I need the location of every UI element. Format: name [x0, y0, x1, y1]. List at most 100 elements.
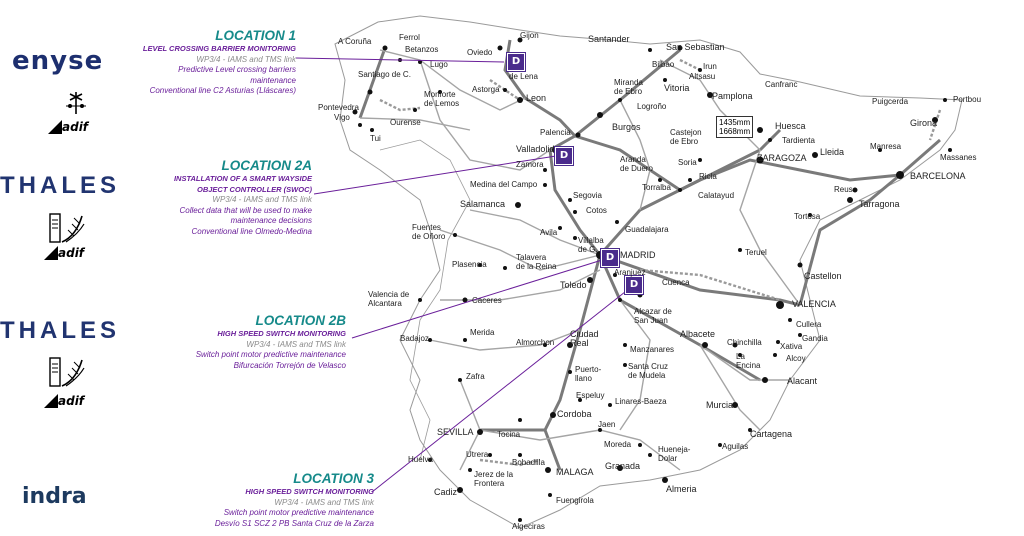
- callout-lines: [295, 57, 631, 493]
- city-label: A Coruña: [338, 37, 372, 46]
- city-label: Logroño: [637, 102, 667, 111]
- city-label: Aguilas: [722, 442, 749, 451]
- city-label: Santander: [588, 34, 630, 44]
- city-label: Astorga: [472, 85, 500, 94]
- location-2b-marker[interactable]: D: [600, 248, 620, 268]
- city-label: Betanzos: [405, 45, 439, 54]
- city-label: Murcia: [706, 400, 734, 410]
- city-label: Calatayud: [698, 191, 735, 200]
- city-label: Almeria: [666, 484, 697, 494]
- city-label: Moreda: [604, 440, 632, 449]
- city-label: Tarragona: [859, 199, 900, 209]
- location-2b-subtitle: HIGH SPEED SWITCH MONITORING: [217, 329, 346, 338]
- adif-logo-text: adif: [58, 394, 85, 408]
- city-label: Tortosa: [794, 212, 821, 221]
- location-2a-desc: Conventional line Olmedo-Medina: [191, 226, 312, 236]
- city-label: BARCELONA: [910, 171, 966, 181]
- switch-machine-icon: [49, 213, 85, 243]
- city-label: Hueneja- Dolar: [658, 445, 691, 463]
- city-label: Plasencia: [452, 260, 487, 269]
- location-2b-desc: Switch point motor predictive maintenanc…: [195, 350, 346, 359]
- city-label: Teruel: [745, 248, 767, 257]
- city-label: Lleida: [820, 147, 845, 157]
- city-label: Granada: [605, 461, 641, 471]
- city-label: Castejon de Ebro: [670, 128, 702, 146]
- location-1-marker[interactable]: D: [506, 52, 526, 72]
- city-label: Xativa: [780, 342, 803, 351]
- location-2a-block: LOCATION 2A INSTALLATION OF A SMART WAYS…: [112, 157, 312, 237]
- location-3-marker[interactable]: D: [624, 275, 644, 295]
- city-label: Alcazar de San Juan: [634, 307, 672, 325]
- location-2b-title: LOCATION 2B: [255, 313, 347, 328]
- enyse-logo: enyse: [12, 46, 108, 80]
- city-label: Torralba: [642, 183, 671, 192]
- city-label: Palencia: [540, 128, 571, 137]
- city-label: Ciudad Real: [570, 329, 599, 348]
- city-label: Medina del Campo: [470, 180, 538, 189]
- location-2a-marker[interactable]: D: [554, 146, 574, 166]
- city-label: Santiago de C.: [358, 70, 411, 79]
- location-2a-desc: Collect data that will be used to make: [179, 205, 312, 215]
- city-label: Cullera: [796, 320, 822, 329]
- city-label: Espeluy: [576, 391, 605, 400]
- city-label: Chinchilla: [727, 338, 762, 347]
- thales-logo-text: THALES: [0, 172, 120, 199]
- city-label: Cartagena: [750, 429, 793, 439]
- city-label: Jaen: [598, 420, 616, 429]
- city-label: Altsasu: [689, 72, 716, 81]
- city-label: Vigo: [334, 113, 350, 122]
- location-2b-desc: Bifurcación Torrejón de Velasco: [233, 360, 346, 370]
- city-label: de Lena: [509, 72, 538, 81]
- location-2a-desc: maintenance decisions: [230, 216, 312, 225]
- city-dots: [352, 37, 952, 522]
- city-label: Miranda de Ebro: [614, 78, 643, 96]
- city-label: Villalba de G.: [578, 236, 604, 254]
- city-label: Guadalajara: [625, 225, 669, 234]
- location-1-title: LOCATION 1: [215, 28, 296, 43]
- city-label: Cuenca: [662, 278, 690, 287]
- adif-arrow-icon: [44, 394, 58, 408]
- city-label: Segovia: [573, 191, 602, 200]
- gauge-iberian: 1668mm: [719, 127, 751, 136]
- location-3-desc: Switch point motor predictive maintenanc…: [223, 508, 374, 517]
- city-label: Zafra: [466, 372, 485, 381]
- city-label: Talavera de la Reina: [516, 253, 557, 271]
- city-label: Almorchon: [516, 338, 555, 347]
- city-label: Cordoba: [557, 409, 592, 419]
- city-label: Linares-Baeza: [615, 397, 667, 406]
- location-3-desc: Desvío S1 SCZ 2 PB Santa Cruz de la Zarz…: [214, 518, 374, 528]
- city-label: San Sebastian: [666, 42, 725, 52]
- city-label: Girona: [910, 118, 938, 128]
- city-label: Ourense: [390, 118, 421, 127]
- city-label: Cadiz: [434, 487, 458, 497]
- location-2b-block: LOCATION 2B HIGH SPEED SWITCH MONITORING…: [126, 312, 346, 371]
- city-label: Alcoy: [786, 354, 806, 363]
- city-label: Gijon: [520, 31, 539, 40]
- adif-logo-2: adif: [44, 246, 84, 265]
- city-label: VALENCIA: [792, 299, 836, 309]
- location-1-desc: Conventional line C2 Asturias (Lláscares…: [149, 86, 296, 95]
- city-label: Leon: [526, 93, 547, 103]
- indra-logo-text: indra: [22, 484, 87, 509]
- city-label: Tui: [370, 134, 381, 143]
- city-label: Salamanca: [460, 199, 506, 209]
- adif-logo-1: adif: [48, 120, 88, 139]
- city-label: MALAGA: [556, 467, 594, 477]
- switch-machine-icon: [49, 357, 85, 387]
- gauge-standard: 1435mm: [719, 118, 751, 127]
- city-label: Oviedo: [467, 48, 493, 57]
- city-label: Canfranc: [765, 80, 798, 89]
- city-label: Portbou: [953, 95, 982, 104]
- city-label: La Encina: [736, 352, 761, 370]
- city-label: Gandia: [802, 334, 828, 343]
- city-label: Fuengirola: [556, 496, 594, 505]
- location-1-desc: Predictive Level crossing barriers: [178, 65, 296, 74]
- location-1-desc: maintenance: [250, 75, 296, 85]
- city-label: Puigcerda: [872, 97, 909, 106]
- city-label: Avila: [540, 228, 558, 237]
- city-label: Aranda de Duero: [620, 155, 653, 173]
- city-label: Albacete: [680, 329, 716, 339]
- location-3-subtitle: HIGH SPEED SWITCH MONITORING: [245, 487, 374, 496]
- dashed-lines: [379, 58, 942, 467]
